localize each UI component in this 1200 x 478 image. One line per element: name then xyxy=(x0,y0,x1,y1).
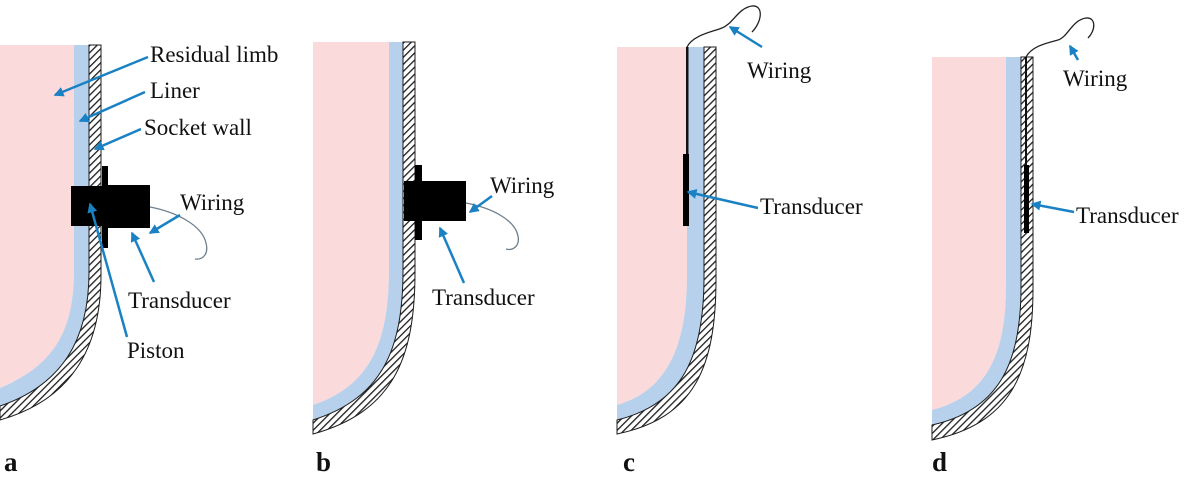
arrow-transducer xyxy=(1030,200,1075,214)
label-transducer: Transducer xyxy=(760,194,863,219)
wiring-lead xyxy=(686,47,689,154)
arrow-transducer xyxy=(438,226,466,284)
arrow-socket-wall xyxy=(93,127,142,151)
panel-c: Wiring Transducer c xyxy=(616,5,863,477)
arrow-wiring xyxy=(1068,44,1080,61)
socket-wall-shape xyxy=(931,56,1034,441)
arrow-liner xyxy=(78,90,146,123)
socket-wall-shape xyxy=(312,41,416,435)
wiring-cable xyxy=(1025,17,1095,58)
transducer-strip xyxy=(1024,165,1029,233)
panel-b: Wiring Transducer b xyxy=(312,41,555,477)
label-wiring: Wiring xyxy=(1063,66,1128,91)
label-wiring: Wiring xyxy=(490,173,555,198)
socket-wall-shape xyxy=(0,44,102,421)
label-piston: Piston xyxy=(127,338,185,363)
label-residual-limb: Residual limb xyxy=(150,42,278,67)
liner-shape xyxy=(313,42,403,420)
label-transducer: Transducer xyxy=(128,288,231,313)
panel-letter-c: c xyxy=(623,447,635,477)
label-transducer: Transducer xyxy=(432,285,535,310)
panel-letter-d: d xyxy=(932,447,947,477)
arrow-residual-limb xyxy=(53,55,149,97)
arrow-piston xyxy=(87,202,129,338)
panel-d: Wiring Transducer d xyxy=(931,17,1179,477)
panel-letter-a: a xyxy=(4,447,18,477)
residual-limb-shape xyxy=(313,42,389,405)
transducer-body xyxy=(404,181,466,221)
label-transducer: Transducer xyxy=(1076,203,1179,228)
panel-a: Residual limb Liner Socket wall Wiring T… xyxy=(0,42,278,477)
residual-limb-shape xyxy=(932,57,1006,410)
label-wiring: Wiring xyxy=(180,190,245,215)
liner-shape xyxy=(0,45,89,406)
socket-wall-shape xyxy=(616,46,717,435)
label-socket-wall: Socket wall xyxy=(144,115,252,140)
arrow-transducer xyxy=(130,231,156,283)
liner-shape xyxy=(932,57,1021,425)
wiring-cable xyxy=(465,202,519,251)
residual-limb-shape xyxy=(0,45,74,388)
transducer-body xyxy=(107,185,150,228)
transducer-flange xyxy=(102,166,108,248)
arrow-transducer xyxy=(686,189,759,210)
label-liner: Liner xyxy=(150,78,200,103)
label-wiring: Wiring xyxy=(747,58,812,83)
arrow-wiring xyxy=(728,25,763,49)
wiring-cable xyxy=(149,206,208,260)
arrow-wiring xyxy=(468,194,493,214)
piston xyxy=(71,186,107,226)
wiring-cable xyxy=(686,5,761,48)
panel-letter-b: b xyxy=(316,447,331,477)
wiring-lead xyxy=(1025,57,1027,165)
liner-shape xyxy=(617,47,704,420)
residual-limb-shape xyxy=(617,47,687,405)
transducer-strip xyxy=(683,154,689,226)
arrow-wiring xyxy=(148,213,181,235)
